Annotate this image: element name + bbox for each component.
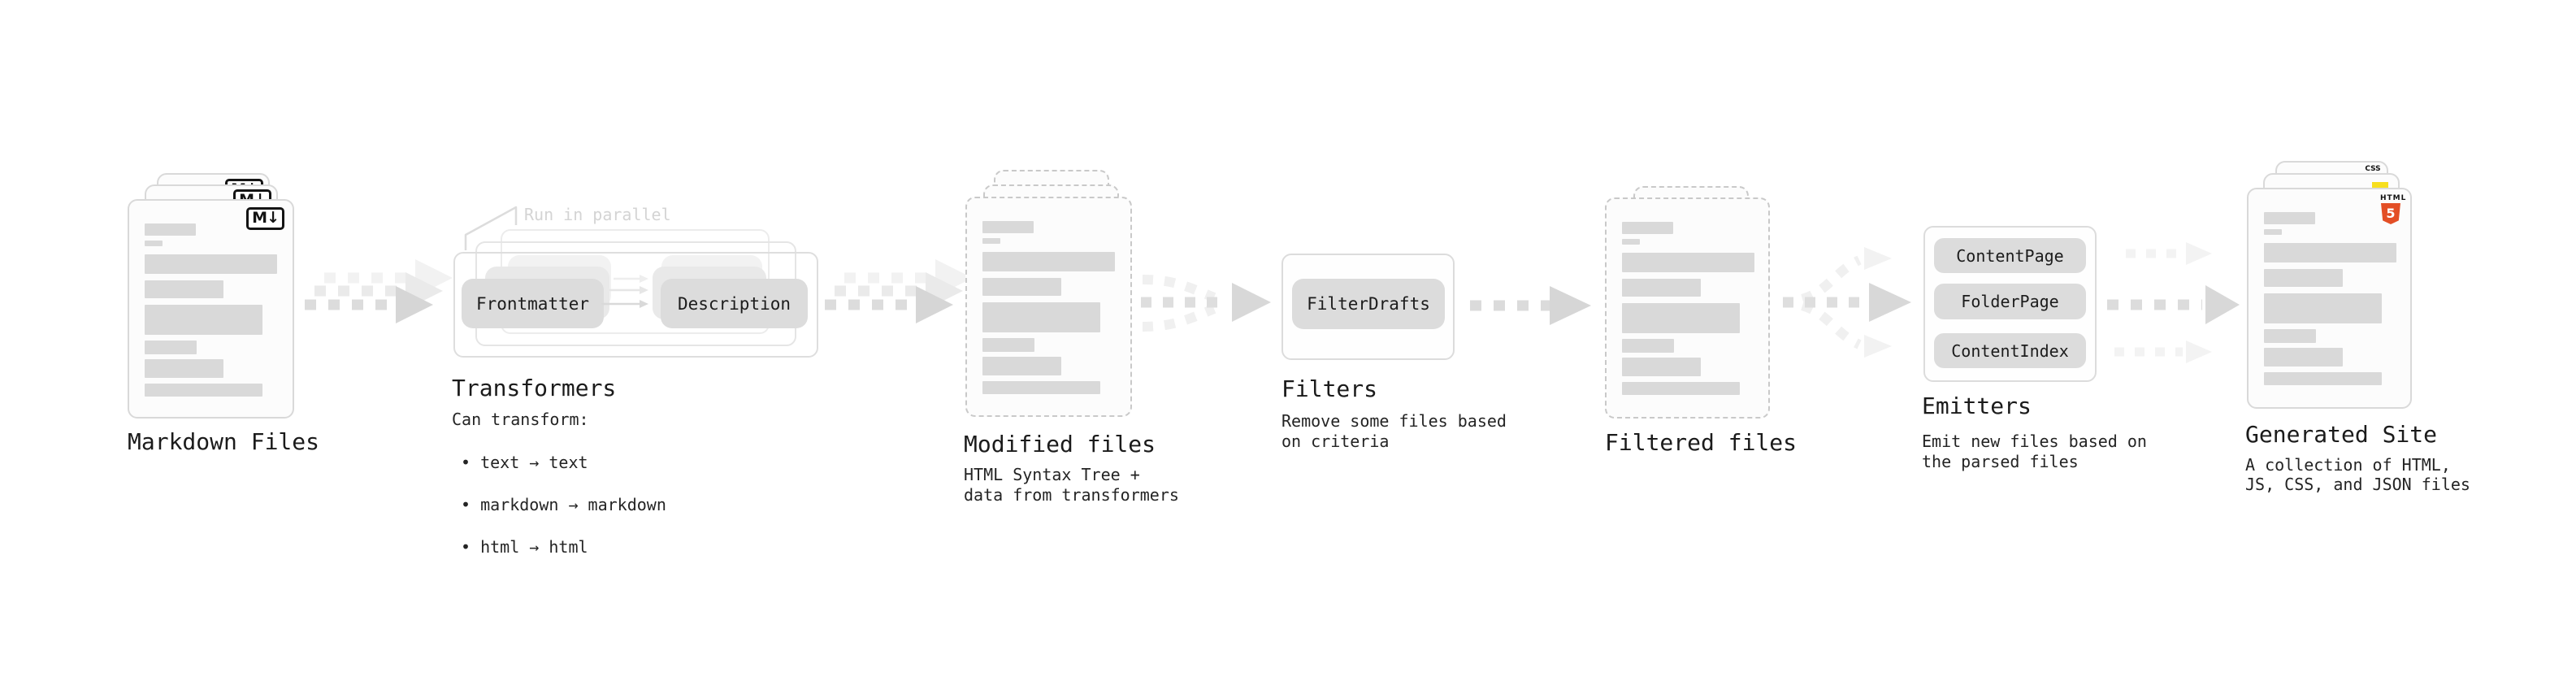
markdown-files-label: Markdown Files [128,428,320,455]
js-badge [2372,182,2388,191]
transformers-title: Transformers [452,375,617,401]
filter-step-filterdrafts: FilterDrafts [1292,279,1445,329]
transformer-group-box-front [453,252,818,358]
flow-arrow-stack-icon [305,259,453,323]
parallel-mini-arrows-icon [601,275,648,308]
emitter-step-contentindex: ContentIndex [1934,333,2086,368]
filtered-files-label: Filtered files [1605,429,1798,456]
placeholder-text-lines [967,198,1130,394]
generated-site-description: A collection of HTML, JS, CSS, and JSON … [2245,455,2470,494]
emitter-step-folderpage: FolderPage [1934,284,2086,319]
flow-arrow-icon [1470,286,1591,325]
modified-files-description: HTML Syntax Tree + data from transformer… [964,465,1179,505]
modified-file-card-front [965,197,1132,417]
filters-title: Filters [1281,375,1378,402]
run-in-parallel-annotation: Run in parallel [524,205,671,224]
filters-description: Remove some files based on criteria [1281,411,1507,451]
modified-files-title: Modified files [964,431,1156,458]
bullet-item: • text → text [461,453,588,472]
placeholder-text-lines [1607,199,1768,395]
emitters-description: Emit new files based on the parsed files [1922,432,2147,471]
placeholder-text-lines [129,201,293,397]
parallel-flow-arrows-icon [2107,242,2240,363]
converging-arrow-icon [1141,275,1271,332]
css-badge-label: CSS [2365,165,2381,173]
html5-logo-label: HTML [2380,194,2407,202]
bullet-item: • markdown → markdown [461,495,666,514]
transformers-subtitle: Can transform: [452,410,589,429]
html5-number: 5 [2386,206,2396,221]
emitter-step-contentpage: ContentPage [1934,238,2086,273]
emitters-title: Emitters [1922,393,2032,419]
bullet-item: • html → html [461,537,588,557]
transformers-bullet-list: • text → text • markdown → markdown • ht… [461,431,666,579]
placeholder-text-lines [2249,189,2410,385]
markdown-icon: M↓ [246,207,284,230]
transformer-step-frontmatter: Frontmatter [462,279,604,328]
site-file-card-html: HTML 5 [2247,188,2412,409]
html5-shield-icon: 5 [2381,203,2400,224]
generated-site-title: Generated Site [2245,421,2438,448]
flow-arrow-stack-icon [825,259,973,323]
filtered-file-card-front [1605,197,1770,419]
html5-logo-icon: HTML 5 [2380,194,2407,224]
markdown-file-card-front: M↓ [128,199,294,419]
diverging-arrow-icon [1783,247,1911,358]
annotation-leader-line-icon [464,206,518,250]
transformer-step-description: Description [661,279,808,328]
